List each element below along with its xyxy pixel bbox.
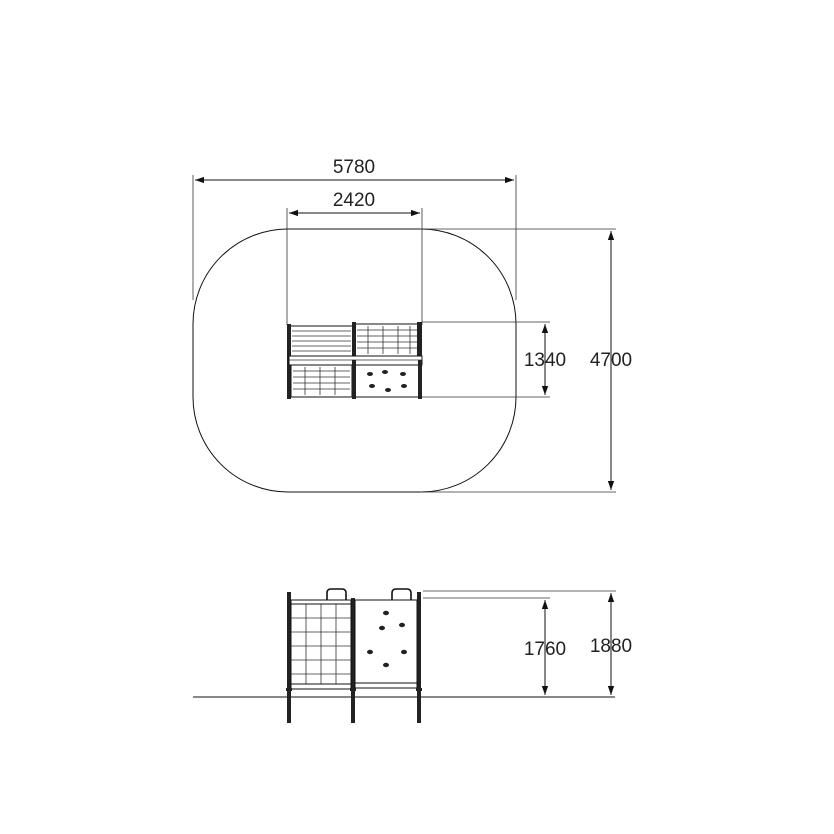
top-view: 5780 2420 1340 4700 [192, 157, 632, 493]
dim-unit-depth: 1340 [422, 321, 566, 398]
dim-overall-height: 1880 [423, 590, 632, 695]
dim-label-1760: 1760 [524, 639, 566, 660]
dim-overall-depth: 4700 [420, 228, 632, 493]
dim-overall-width: 5780 [192, 157, 517, 300]
dim-unit-width: 2420 [286, 190, 423, 325]
side-view: 1760 1880 [193, 588, 632, 723]
equipment-plan [287, 322, 423, 399]
dim-label-5780: 5780 [333, 157, 375, 178]
dim-label-2420: 2420 [333, 190, 375, 211]
equipment-elevation [286, 588, 422, 723]
dim-platform-height: 1760 [423, 597, 566, 695]
dim-label-4700: 4700 [590, 350, 632, 371]
safety-zone-outline [192, 228, 517, 493]
dim-label-1340: 1340 [524, 350, 566, 371]
dim-label-1880: 1880 [590, 636, 632, 657]
